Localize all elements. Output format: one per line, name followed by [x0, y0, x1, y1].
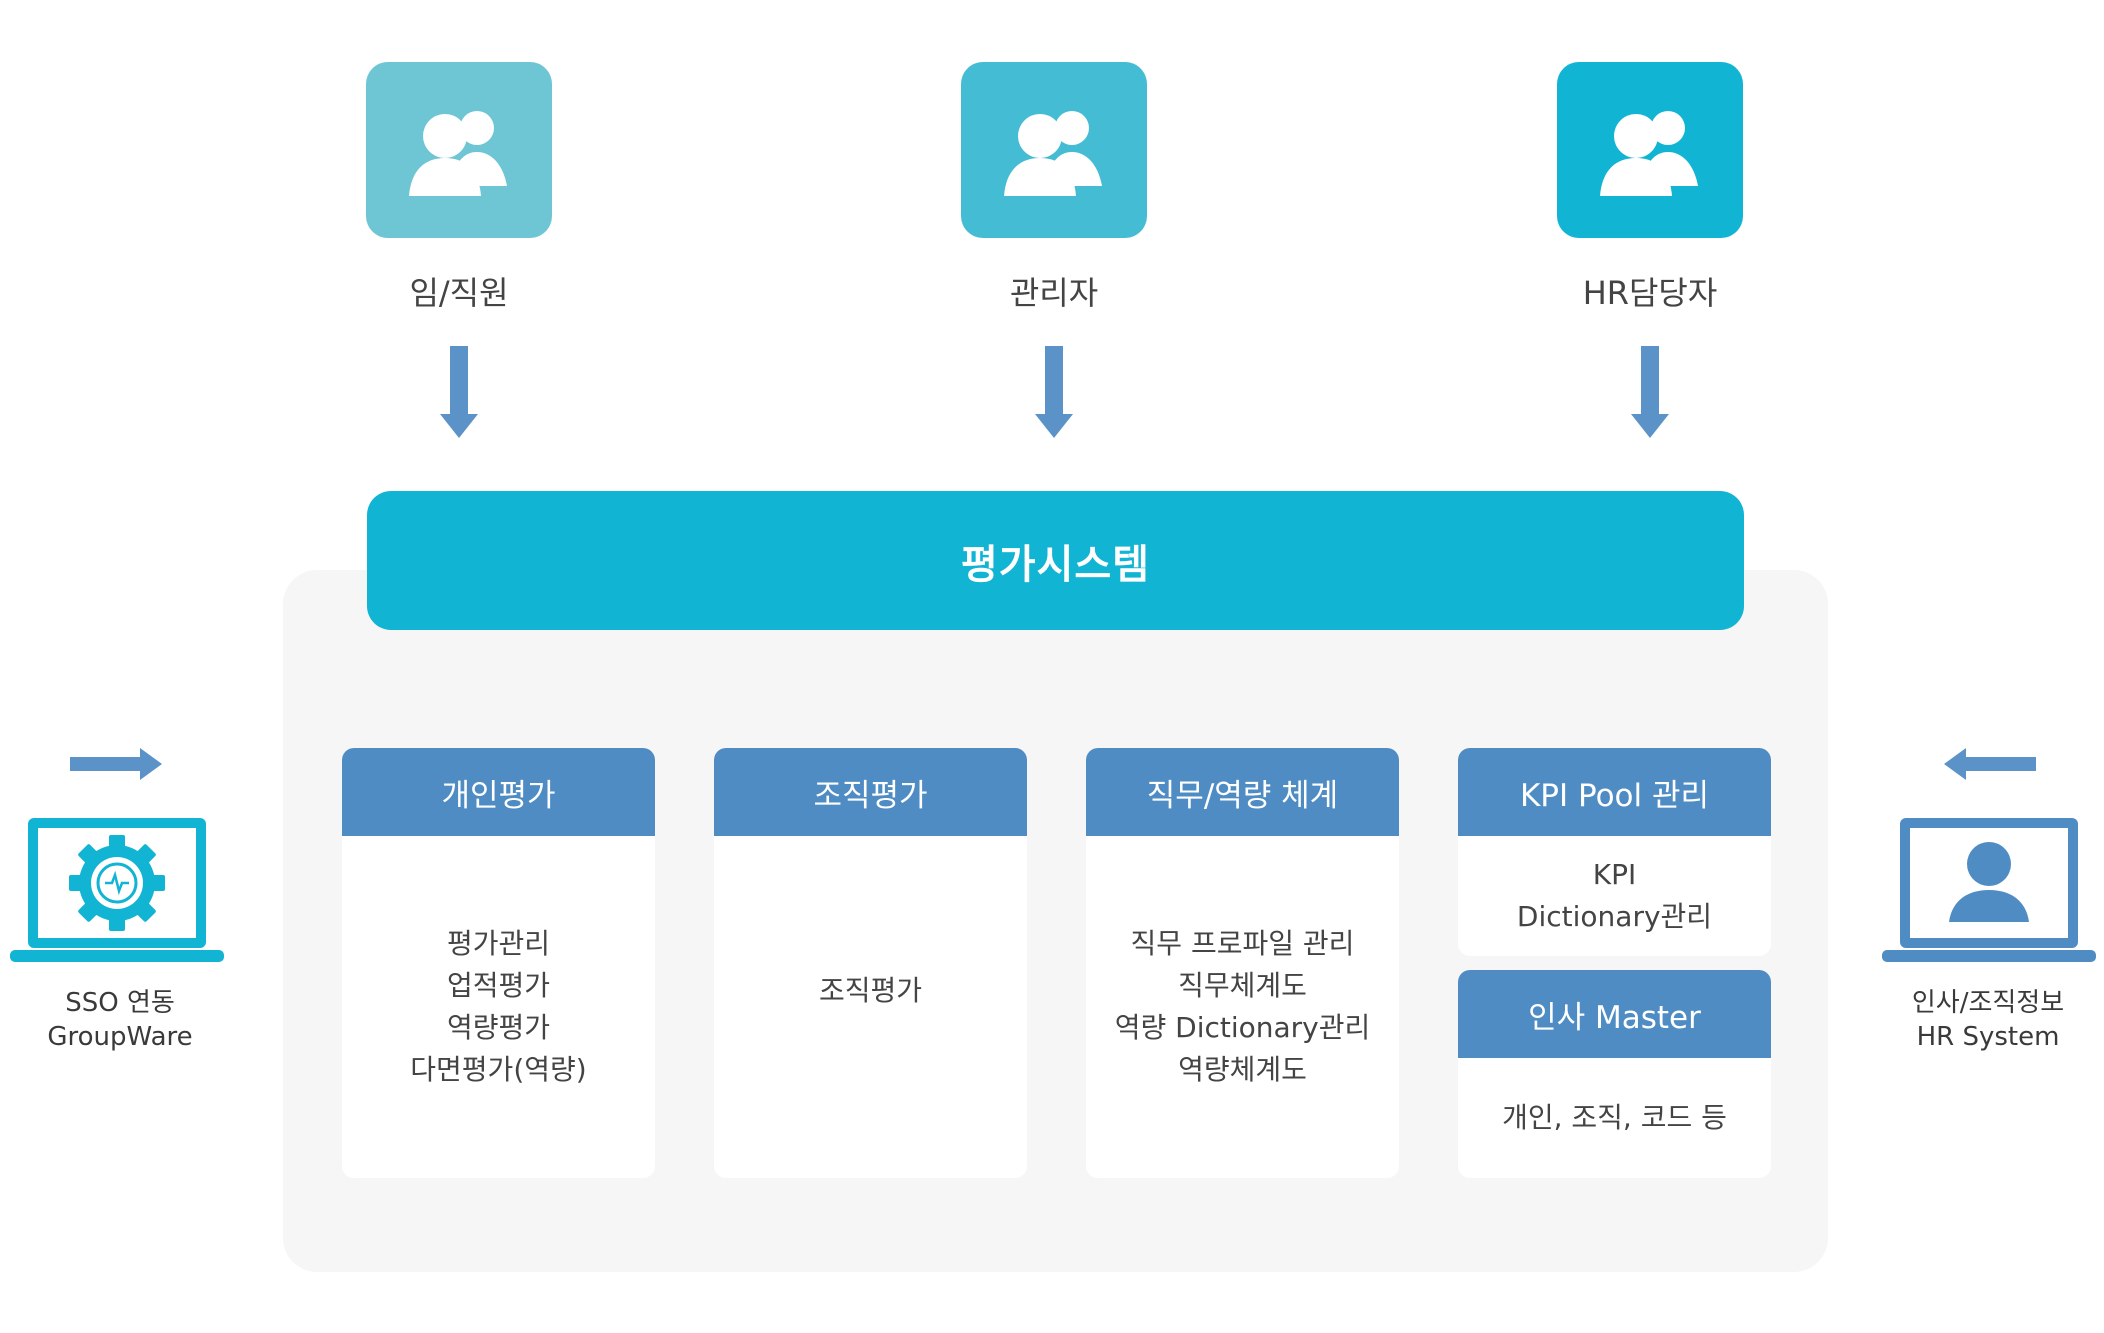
module-card-body: 개인, 조직, 코드 등	[1458, 1058, 1771, 1178]
role-manager-label: 관리자	[1009, 274, 1099, 312]
module-card-hr-master: 인사 Master 개인, 조직, 코드 등	[1458, 970, 1771, 1178]
arrow-down-icon	[1035, 346, 1073, 438]
users-icon	[1600, 111, 1698, 196]
module-card-header: 인사 Master	[1458, 970, 1771, 1058]
module-item: 역량평가	[446, 1011, 551, 1044]
role-hr-icon-box	[1557, 62, 1743, 238]
users-icon	[1004, 111, 1102, 196]
module-card-header: 조직평가	[714, 748, 1027, 836]
right-system-label: 인사/조직정보 HR System	[1868, 986, 2104, 1054]
right-system-line2: HR System	[1916, 1022, 2060, 1052]
module-card-body: KPI Dictionary관리	[1458, 836, 1771, 956]
role-hr-label: HR담당자	[1582, 274, 1718, 312]
arrow-down-icon	[1631, 346, 1669, 438]
system-title-bar: 평가시스템	[367, 491, 1744, 630]
module-item: 직무체계도	[1178, 969, 1307, 1002]
user-monitor-icon	[1882, 818, 2096, 962]
users-icon	[409, 111, 507, 196]
module-card-job-competency: 직무/역량 체계 직무 프로파일 관리 직무체계도 역량 Dictionary관…	[1086, 748, 1399, 1178]
module-item: 다면평가(역량)	[410, 1053, 587, 1086]
module-card-header: KPI Pool 관리	[1458, 748, 1771, 836]
role-manager-icon-box	[961, 62, 1147, 238]
gear-monitor-icon	[10, 818, 224, 962]
module-item: 개인, 조직, 코드 등	[1502, 1101, 1727, 1134]
module-item: Dictionary관리	[1516, 900, 1713, 933]
module-item: 직무 프로파일 관리	[1130, 927, 1355, 960]
module-item: 역량 Dictionary관리	[1114, 1011, 1371, 1044]
right-system-line1: 인사/조직정보	[1911, 988, 2065, 1018]
arrow-left-icon	[1944, 748, 2036, 780]
module-item: 업적평가	[446, 969, 551, 1002]
module-card-header: 개인평가	[342, 748, 655, 836]
role-employee-icon-box	[366, 62, 552, 238]
left-system-label: SSO 연동 GroupWare	[0, 986, 240, 1054]
module-card-personal-eval: 개인평가 평가관리 업적평가 역량평가 다면평가(역량)	[342, 748, 655, 1178]
arrow-down-icon	[440, 346, 478, 438]
module-item: 조직평가	[818, 974, 923, 1007]
module-item: 평가관리	[446, 927, 551, 960]
module-card-header: 직무/역량 체계	[1086, 748, 1399, 836]
left-system-line1: SSO 연동	[65, 988, 175, 1018]
role-employee-label: 임/직원	[409, 274, 509, 312]
system-title: 평가시스템	[961, 541, 1150, 588]
module-card-kpi-pool: KPI Pool 관리 KPI Dictionary관리	[1458, 748, 1771, 956]
module-card-body: 직무 프로파일 관리 직무체계도 역량 Dictionary관리 역량체계도	[1086, 836, 1399, 1178]
module-card-body: 조직평가	[714, 836, 1027, 1146]
arrow-right-icon	[70, 748, 162, 780]
module-item: KPI	[1592, 858, 1637, 891]
left-system-line2: GroupWare	[47, 1022, 193, 1052]
module-item: 역량체계도	[1178, 1053, 1307, 1086]
module-card-org-eval: 조직평가 조직평가	[714, 748, 1027, 1178]
module-card-body: 평가관리 업적평가 역량평가 다면평가(역량)	[342, 836, 655, 1178]
